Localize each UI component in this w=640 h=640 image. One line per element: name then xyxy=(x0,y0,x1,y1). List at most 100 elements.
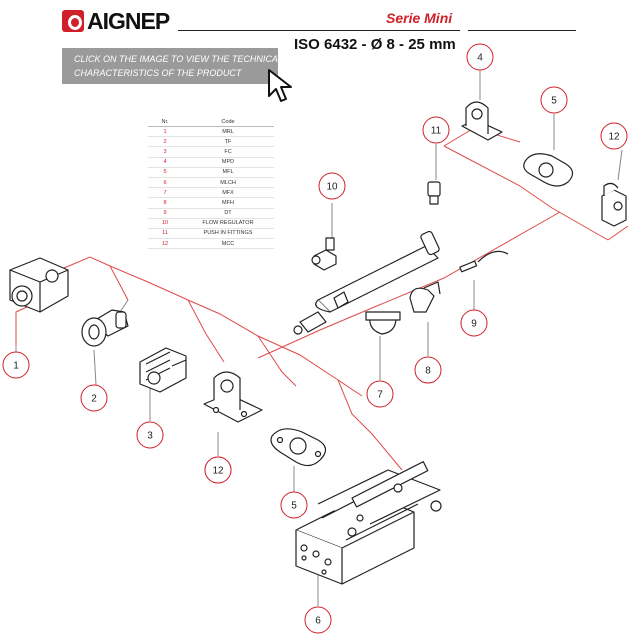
part-8-drawing xyxy=(409,281,441,313)
part-number-cell: 3 xyxy=(148,146,182,158)
connector-1 xyxy=(15,302,37,345)
cylinder-drawing xyxy=(293,230,440,335)
callout-circle[interactable] xyxy=(280,491,308,519)
connector-lines xyxy=(15,127,629,471)
callout-label: 4 xyxy=(215,466,221,477)
connector-top-4-5 xyxy=(443,127,521,147)
part-code-cell: MFX xyxy=(182,187,274,199)
callout-circle[interactable] xyxy=(304,606,332,634)
callout-label: 8 xyxy=(425,366,431,377)
arrow-cursor-icon xyxy=(268,69,292,102)
part-3-drawing xyxy=(139,347,187,393)
column-header-nr: Nr. xyxy=(148,118,182,127)
aignep-logo: AIGNEP xyxy=(62,8,170,34)
header-rule xyxy=(178,30,460,31)
callout-circle[interactable] xyxy=(366,380,394,408)
part-code-cell: FC xyxy=(182,146,274,158)
part-5-drawing xyxy=(270,428,327,467)
part-number-cell: 4 xyxy=(148,157,182,168)
part-number-cell: 10 xyxy=(148,218,182,229)
connector-12-end xyxy=(607,225,629,241)
callout-label: 5 xyxy=(291,501,297,512)
part-number-cell: 5 xyxy=(148,167,182,178)
part-code-cell: MFH xyxy=(182,197,274,209)
part-7-drawing xyxy=(365,311,401,335)
callout-circle[interactable] xyxy=(540,86,568,114)
part-code-cell: PUSH IN FITTINGS xyxy=(182,228,274,240)
part-code-cell: MRL xyxy=(182,126,274,138)
header-rule-right xyxy=(468,30,576,31)
banner-line-1: CLICK ON THE IMAGE TO VIEW THE TECHNICAL xyxy=(74,54,283,64)
part-11-drawing xyxy=(427,181,441,205)
callout-label: 6 xyxy=(315,616,321,627)
part-9-drawing xyxy=(459,250,509,273)
callout-label: 1 xyxy=(13,361,19,372)
column-header-code: Code xyxy=(182,118,274,127)
leader-lines xyxy=(15,70,623,606)
connector-top-12 xyxy=(443,145,609,241)
technical-info-banner[interactable]: CLICK ON THE IMAGE TO VIEW THE TECHNICAL… xyxy=(62,48,283,84)
part-number-cell: 9 xyxy=(148,208,182,219)
part-number-cell: 1 xyxy=(148,126,182,138)
part-code-cell: MFL xyxy=(182,167,274,178)
callout-circle[interactable] xyxy=(2,351,30,379)
callout-circle[interactable] xyxy=(80,384,108,412)
callout-label: 12 xyxy=(212,466,224,477)
part-12-drawing xyxy=(601,182,627,227)
callout-label: 3 xyxy=(147,431,153,442)
callout-circle[interactable] xyxy=(318,172,346,200)
part-number-cell: 11 xyxy=(148,228,182,240)
part-number-cell: 6 xyxy=(148,177,182,189)
connector-main-right xyxy=(257,211,561,359)
part-code-cell: MLCH xyxy=(182,177,274,189)
part-number-cell: 8 xyxy=(148,197,182,209)
connector-2 xyxy=(109,265,129,301)
callout-label: 10 xyxy=(326,182,338,193)
callout-circle[interactable] xyxy=(414,356,442,384)
part-5-upper-drawing xyxy=(523,153,574,187)
connector-5-6 xyxy=(337,379,403,471)
callout-label: 9 xyxy=(471,319,477,330)
callout-label: 2 xyxy=(91,394,97,405)
callout-circle[interactable] xyxy=(460,309,488,337)
callout-circle[interactable] xyxy=(422,116,450,144)
part-number-cell: 7 xyxy=(148,187,182,199)
callout-label: 7 xyxy=(377,390,383,401)
callout-circle[interactable] xyxy=(136,421,164,449)
part-code-cell: MPD xyxy=(182,157,274,168)
part-code-cell: DT xyxy=(182,208,274,219)
part-10-drawing xyxy=(311,237,337,271)
part-code-cell: MCC xyxy=(182,238,274,250)
connector-4 xyxy=(257,335,297,387)
connector-main-left xyxy=(63,256,363,397)
part-code-cell: FLOW REGULATOR xyxy=(182,218,274,229)
components xyxy=(9,101,627,585)
connector-3 xyxy=(187,299,225,363)
part-2-drawing xyxy=(81,309,129,347)
standard-title: ISO 6432 - Ø 8 - 25 mm xyxy=(294,36,456,53)
callout-circle[interactable] xyxy=(204,456,232,484)
callout-circle[interactable] xyxy=(600,122,628,150)
callout-label: 11 xyxy=(431,126,442,137)
part-number-cell: 12 xyxy=(148,238,182,250)
banner-line-2: CHARACTERISTICS OF THE PRODUCT xyxy=(74,68,242,78)
callout-label: 4 xyxy=(477,53,483,64)
callout-circle[interactable] xyxy=(204,456,232,484)
table-header-row: Nr. Code xyxy=(148,118,274,127)
callout-label: 12 xyxy=(608,132,620,143)
callout-circle[interactable] xyxy=(466,43,494,71)
logo-mark-icon xyxy=(62,10,84,32)
